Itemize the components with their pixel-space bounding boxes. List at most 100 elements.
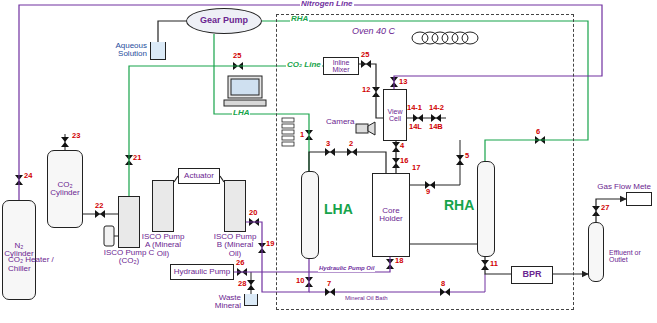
pipe-line (83, 213, 118, 214)
callout-number: 25 (233, 52, 241, 60)
node-label: Hydraulic Pump (174, 268, 230, 276)
actuator: Actuator (178, 168, 220, 184)
callout-number: 14L (409, 123, 422, 131)
callout-number: 2 (349, 140, 353, 148)
line-label: RHA (290, 15, 309, 24)
callout-number: 21 (133, 154, 141, 162)
stub-lines (65, 118, 460, 294)
valve-symbol (456, 155, 464, 165)
part-label: CO₂ Heater / Chiller (8, 256, 74, 274)
syringe-pump: ISCO Pump A (Mineral Oil) (152, 180, 174, 232)
valve-symbol (440, 288, 450, 296)
drawing-part (412, 32, 428, 44)
node-label: ISCO Pump C (CO₂) (101, 249, 157, 266)
drawing-part (356, 124, 368, 133)
callout-number: 17 (412, 164, 420, 172)
gas-cylinder: CO₂ Cylinder (47, 150, 83, 228)
drawing-part (462, 32, 478, 44)
drawing-part (231, 79, 259, 95)
pipe-line (359, 64, 383, 118)
callout-number: 14B (429, 123, 443, 131)
pipe-line (262, 21, 588, 161)
drawing-part (282, 142, 294, 146)
waste-beaker: Waste Mineral (244, 294, 258, 306)
callout-number: 24 (24, 172, 32, 180)
drawing-part (452, 32, 468, 44)
valve-symbol (325, 288, 335, 296)
node-label: BPR (522, 270, 541, 279)
accumulator: RHA (477, 161, 495, 257)
valve-symbol (431, 114, 441, 122)
node-label: View Cell (384, 108, 406, 123)
callout-number: 14-2 (429, 104, 444, 112)
callout-number: 27 (601, 204, 609, 212)
pipe-line (553, 273, 588, 274)
callout-number: 26 (236, 259, 244, 267)
callout-number: 4 (400, 142, 404, 150)
valve-symbol (61, 137, 69, 147)
node-label: Oven 40 C (352, 27, 395, 36)
pipe-line (395, 141, 396, 173)
inline-mixer: Inline Mixer (323, 57, 359, 75)
drawing-part (408, 140, 460, 185)
callout-number: 25 (361, 51, 369, 59)
callout-number: 3 (326, 140, 330, 148)
back-pressure-regulator: BPR (511, 266, 553, 284)
callout-number: 23 (72, 132, 80, 140)
hydraulic-pump: Hydraulic Pump (170, 264, 234, 280)
gas-cylinder: N₂ Cylinder (2, 200, 36, 300)
camera-icon (356, 122, 375, 135)
node-label: ISCO Pump B (Mineral Oil) (211, 233, 259, 258)
drawing-part (442, 32, 458, 44)
pipe-line (129, 66, 323, 196)
callout-number: 7 (327, 280, 331, 288)
computer (224, 76, 266, 106)
node-label: Waste Mineral (205, 294, 241, 311)
drawing-part (368, 122, 375, 135)
drawing-part (282, 118, 294, 122)
drawing-part (282, 124, 294, 128)
callout-number: 28 (238, 280, 246, 288)
valve-symbol (413, 114, 423, 122)
node-label: Gas Flow Mete (597, 183, 651, 191)
node-label: RHA (444, 198, 474, 213)
node-label: ISCO Pump A (Mineral Oil) (139, 233, 187, 258)
node-label: CO₂ Cylinder (48, 181, 82, 198)
part-label: Mineral Oil Bath (345, 295, 388, 302)
pipe-line (309, 152, 386, 173)
callout-number: 22 (95, 202, 103, 210)
callout-number: 13 (399, 78, 407, 86)
heating-coil (412, 32, 478, 44)
callout-number: 11 (490, 260, 498, 268)
callout-number: 8 (441, 280, 445, 288)
line-label: LHA (232, 109, 250, 118)
node-label: Effluent or Outlet (609, 249, 653, 264)
callout-number: 18 (395, 257, 403, 265)
callout-number: 14-1 (407, 104, 422, 112)
node-label: Actuator (184, 172, 214, 180)
gas-flow-meter: Gas Flow Mete (626, 192, 652, 206)
callout-number: 12 (362, 86, 370, 94)
syringe-pump: ISCO Pump C (CO₂) (118, 196, 140, 248)
callout-number: 20 (249, 209, 257, 217)
drawing-part (282, 130, 294, 134)
callout-number: 10 (296, 277, 304, 285)
node-label: Aqueous Solution (105, 42, 147, 59)
pipe-line (596, 199, 626, 222)
pipe-line (158, 21, 186, 42)
drawing-part (228, 76, 262, 98)
node-label: Core Holder (373, 207, 409, 224)
callout-number: 5 (465, 152, 469, 160)
line-label: CO₂ Line (286, 61, 322, 70)
beaker: Aqueous Solution (150, 42, 166, 60)
callout-number: 1 (300, 131, 304, 139)
mineral-oil-line (309, 274, 485, 292)
valves (15, 60, 600, 296)
drawing-part (282, 136, 294, 140)
heater-vessel (104, 226, 114, 246)
drawing-part (422, 32, 438, 44)
callout-number: 6 (536, 128, 540, 136)
callout-number: 9 (426, 188, 430, 196)
signal-lights (282, 118, 294, 146)
